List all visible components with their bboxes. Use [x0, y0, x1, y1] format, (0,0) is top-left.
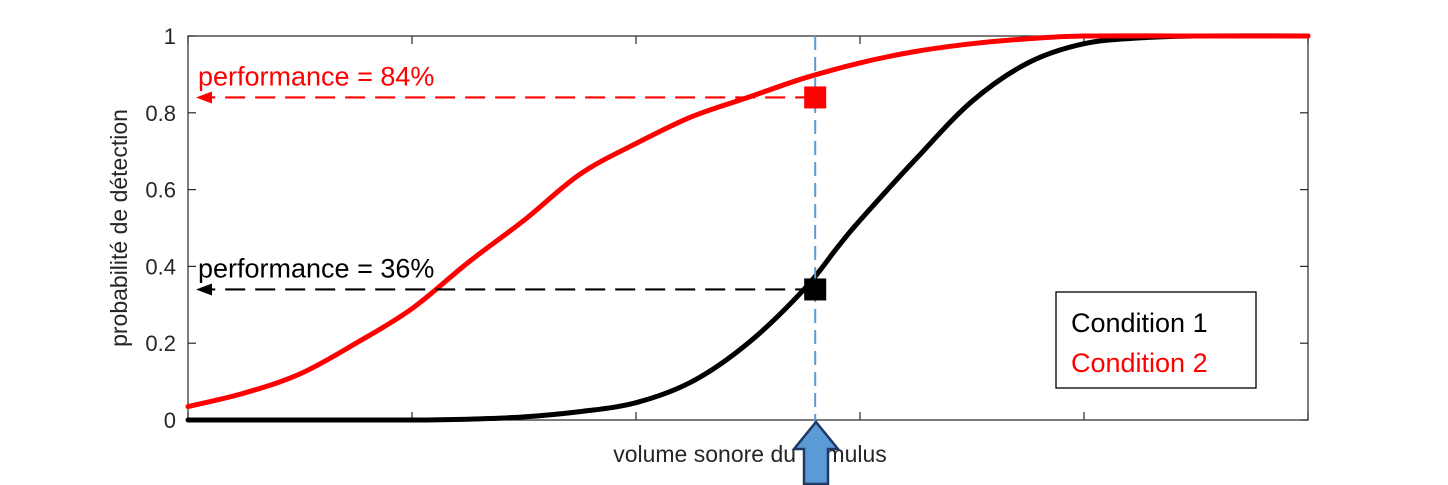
- y-axis-label: probabilité de détection: [106, 109, 132, 347]
- square-marker: [804, 278, 827, 301]
- performance-annotation: performance = 84%: [198, 61, 434, 91]
- stimulus-arrow: [791, 420, 841, 485]
- y-tick-label: 1: [164, 24, 176, 49]
- legend-entry-condition-2: Condition 2: [1071, 348, 1208, 378]
- series-line-condition-2: [185, 33, 1311, 410]
- performance-annotation: performance = 36%: [198, 253, 434, 283]
- y-tick-label: 0: [164, 408, 176, 433]
- x-axis-label: volume sonore du stimulus: [613, 441, 887, 467]
- legend-entry-condition-1: Condition 1: [1071, 308, 1208, 338]
- legend-box: [1055, 291, 1257, 389]
- square-marker: [804, 86, 827, 109]
- y-tick-label: 0.4: [145, 254, 176, 279]
- y-tick-label: 0.6: [145, 178, 176, 203]
- up-arrow-icon: [791, 420, 841, 485]
- y-tick-label: 0.2: [145, 331, 176, 356]
- left-arrowhead-icon: [196, 283, 212, 296]
- plot-frame: [187, 35, 1309, 421]
- legend: Condition 1 Condition 2: [1055, 291, 1257, 389]
- left-arrowhead-icon: [196, 91, 212, 104]
- y-tick-label: 0.8: [145, 101, 176, 126]
